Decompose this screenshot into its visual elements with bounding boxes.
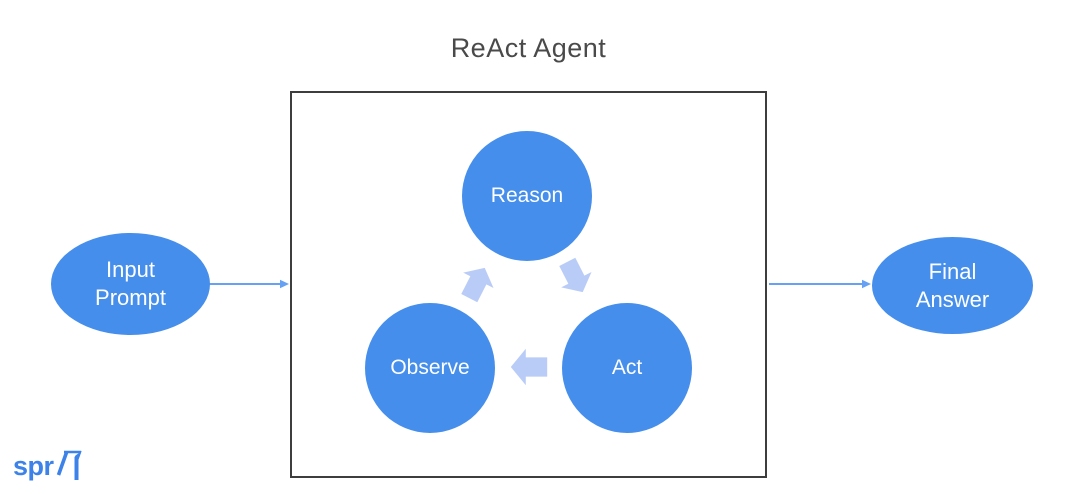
output-arrow [769, 279, 871, 289]
cube-icon [56, 450, 82, 480]
node-act: Act [562, 303, 692, 433]
spr-logo-text: spr [13, 451, 54, 481]
diagram-title: ReAct Agent [450, 33, 607, 63]
input-arrow [207, 279, 289, 289]
node-reason-label: Reason [490, 184, 564, 207]
node-input-prompt: Input Prompt [51, 233, 210, 335]
node-final-answer: Final Answer [872, 237, 1033, 334]
node-reason: Reason [462, 131, 592, 261]
node-act-label: Act [611, 356, 643, 379]
node-final-answer-label: Final Answer [915, 258, 990, 312]
node-observe-label: Observe [390, 356, 470, 379]
node-input-prompt-label: Input Prompt [95, 257, 166, 310]
spr-logo: spr [13, 444, 84, 484]
node-observe: Observe [365, 303, 495, 433]
